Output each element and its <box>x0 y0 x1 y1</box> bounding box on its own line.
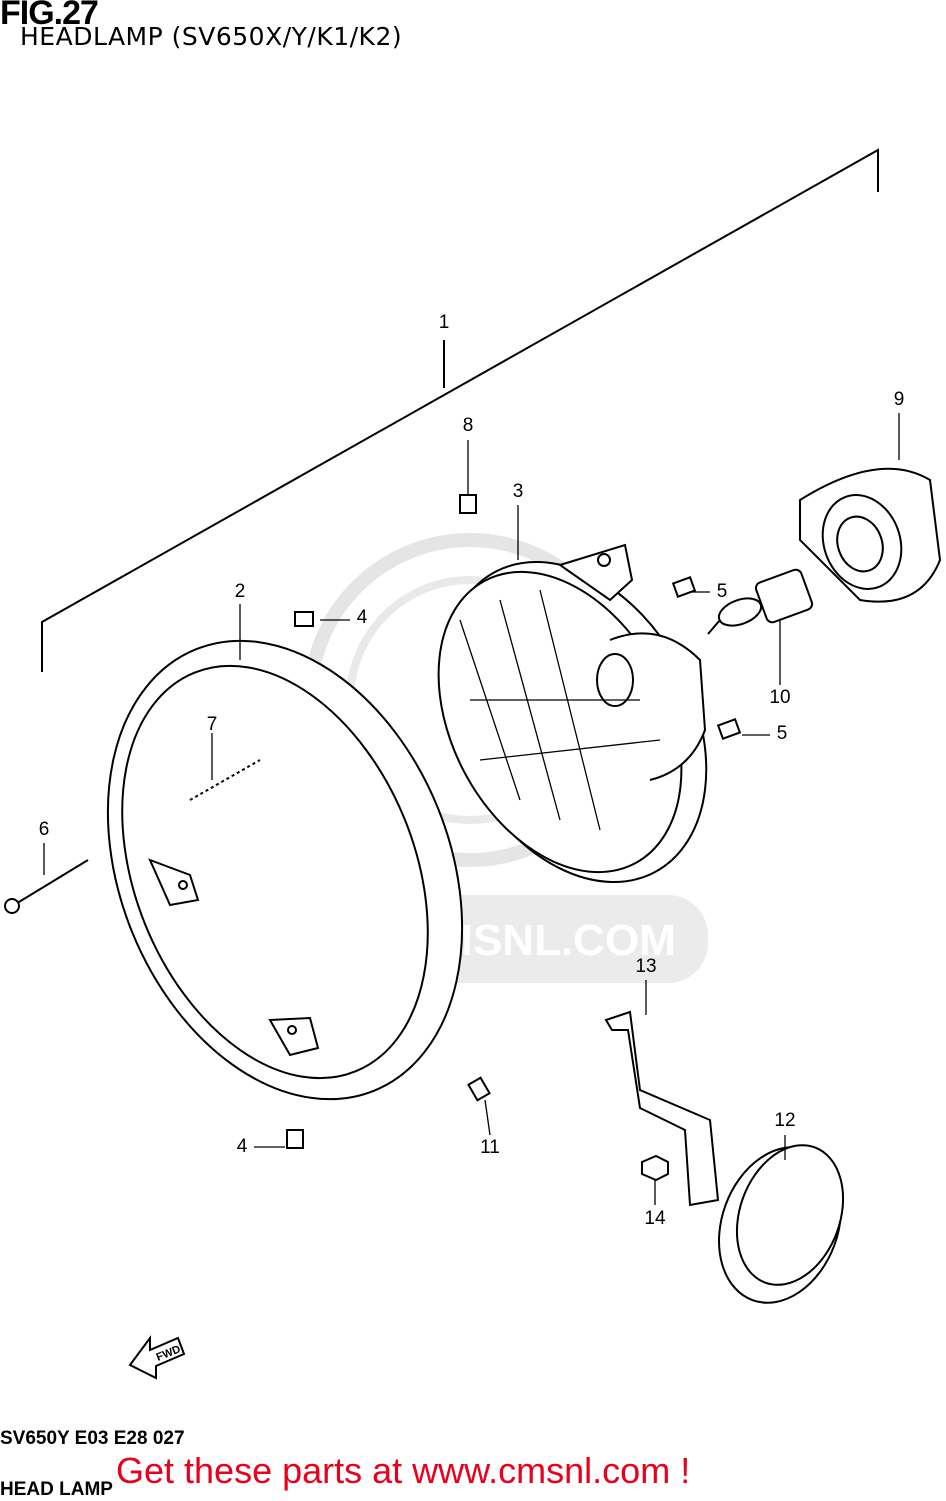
callout-13: 13 <box>635 956 657 977</box>
callout-1: 1 <box>438 312 450 333</box>
small-parts <box>4 494 742 1182</box>
callout-12: 12 <box>774 1110 796 1131</box>
headlamp-unit <box>437 543 708 883</box>
callout-3: 3 <box>512 481 524 502</box>
figure-title: HEADLAMP (SV650X/Y/K1/K2) <box>20 22 403 51</box>
callout-9: 9 <box>893 389 905 410</box>
figure-number: FIG.27 <box>0 0 99 32</box>
fwd-arrow-icon: FWD <box>128 1334 186 1380</box>
headlamp-rim <box>106 639 464 1101</box>
promo-link[interactable]: Get these parts at www.cmsnl.com ! <box>116 1450 691 1491</box>
callout-6: 6 <box>38 819 50 840</box>
drawing-name: HEAD LAMP <box>0 1479 113 1500</box>
callout-7: 7 <box>206 714 218 735</box>
callout-4: 4 <box>356 607 368 628</box>
callout-4-lower: 4 <box>236 1136 248 1157</box>
callout-14: 14 <box>644 1208 666 1229</box>
assembly-bracket <box>41 148 879 672</box>
callout-5-lower: 5 <box>776 723 788 744</box>
callout-5: 5 <box>716 581 728 602</box>
headlamp-bulb <box>707 568 814 635</box>
callout-8: 8 <box>462 415 474 436</box>
headlamp-cover <box>799 467 942 603</box>
callout-2: 2 <box>234 581 246 602</box>
leader-lines <box>43 413 900 1205</box>
callout-11: 11 <box>480 1137 500 1158</box>
reflector-bracket <box>604 1010 720 1207</box>
reflector <box>718 1144 845 1304</box>
callout-10: 10 <box>769 687 791 708</box>
drawing-code: SV650Y E03 E28 027 <box>0 1428 185 1449</box>
